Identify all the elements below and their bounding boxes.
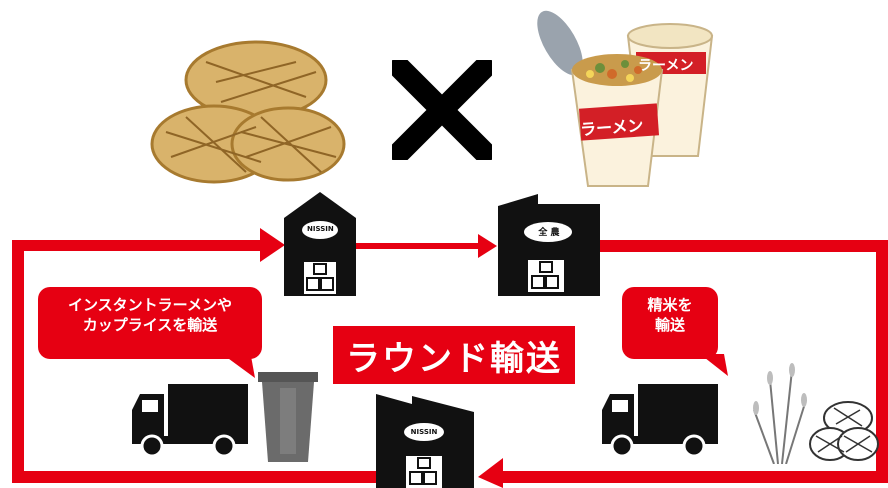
left-bubble-line2: カップライスを輸送 <box>82 316 218 335</box>
right-bubble-line1: 精米を <box>647 296 693 314</box>
left-speech-bubble: インスタントラーメンや カップライスを輸送 <box>38 287 262 359</box>
zennoh-logo: 全 農 <box>538 228 560 238</box>
left-bubble-line1: インスタントラーメンや <box>67 296 233 314</box>
right-speech-bubble: 精米を 輸送 <box>622 287 718 359</box>
cup-label-back: ラーメン <box>638 58 694 74</box>
multiply-icon <box>392 60 492 160</box>
nissin-logo-top: NISSIN <box>307 225 334 233</box>
truck-icon-right <box>602 384 718 458</box>
right-bubble-line2: 輸送 <box>654 316 685 335</box>
nissin-logo-bottom: NISSIN <box>410 428 438 436</box>
zennoh-warehouse-icon <box>498 194 600 296</box>
left-bubble-tail <box>225 356 255 378</box>
truck-icon-left <box>132 384 248 458</box>
round-transport-title: ラウンド輸送 <box>333 326 575 384</box>
gray-bin-icon <box>258 372 318 462</box>
cup-ramen-illustration <box>537 10 714 187</box>
rice-bales-illustration <box>150 40 346 184</box>
nissin-factory-icon <box>376 394 474 488</box>
rice-plant-icon <box>753 363 807 464</box>
small-rice-bales-icon <box>809 401 879 461</box>
right-bubble-tail <box>700 354 728 376</box>
nissin-warehouse-icon <box>284 192 356 296</box>
